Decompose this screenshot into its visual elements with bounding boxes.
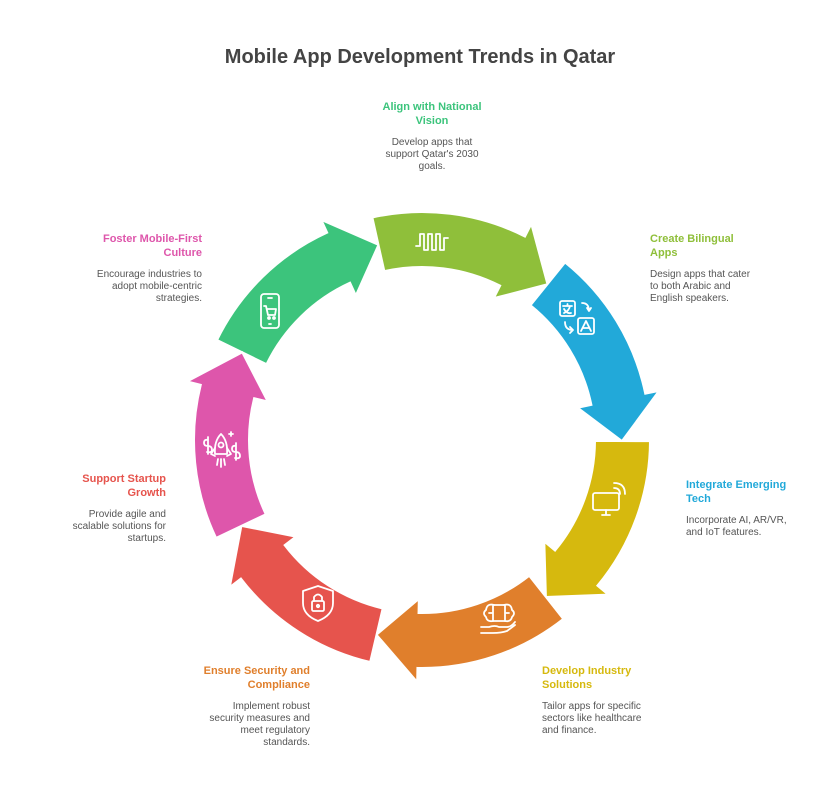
step-align-national-vision: Align with National Vision Develop apps … (372, 100, 492, 173)
step-develop-industry-solutions: Develop Industry Solutions Tailor apps f… (542, 664, 652, 737)
cycle-arrow-segment (543, 439, 652, 599)
step-title: Create Bilingual Apps (650, 233, 734, 259)
step-description: Provide agile and scalable solutions for… (72, 509, 166, 544)
step-title: Develop Industry Solutions (542, 665, 632, 691)
step-title: Support Startup Growth (82, 473, 166, 499)
mobile-cart-icon (260, 293, 280, 329)
step-support-startup-growth: Support Startup Growth Provide agile and… (56, 472, 166, 545)
step-description: Develop apps that support Qatar's 2030 g… (385, 137, 479, 172)
waveform-icon (415, 233, 449, 251)
page-title: Mobile App Development Trends in Qatar (224, 46, 616, 68)
cycle-arrow-segment (228, 524, 384, 664)
step-create-bilingual-apps: Create Bilingual Apps Design apps that c… (650, 232, 760, 305)
cycle-arrow-segment (371, 211, 549, 300)
step-title: Integrate Emerging Tech (686, 479, 787, 505)
brain-hand-icon (480, 603, 516, 634)
step-description: Design apps that cater to both Arabic an… (650, 269, 751, 304)
step-description: Incorporate AI, AR/VR, and IoT features. (686, 515, 787, 538)
step-foster-mobile-first-culture: Foster Mobile-First Culture Encourage in… (92, 232, 202, 305)
rocket-icon (203, 431, 241, 468)
step-description: Encourage industries to adopt mobile-cen… (96, 269, 202, 304)
shield-lock-icon (302, 585, 334, 622)
cycle-arrow-segment (529, 261, 662, 443)
smart-tv-icon (592, 482, 626, 516)
step-ensure-security-compliance: Ensure Security and Compliance Implement… (200, 664, 310, 749)
step-title: Ensure Security and Compliance (203, 665, 310, 691)
cycle-icons (203, 233, 626, 634)
translate-icon (559, 300, 595, 335)
step-integrate-emerging-tech: Integrate Emerging Tech Incorporate AI, … (686, 478, 796, 539)
cycle-segments (184, 211, 662, 685)
step-description: Tailor apps for specific sectors like he… (542, 701, 642, 736)
step-title: Foster Mobile-First Culture (102, 233, 202, 259)
cycle-arrow-segment (375, 574, 565, 685)
step-title: Align with National Vision (382, 101, 482, 127)
step-description: Implement robust security measures and m… (209, 701, 310, 748)
cycle-arrow-segment (215, 217, 380, 366)
